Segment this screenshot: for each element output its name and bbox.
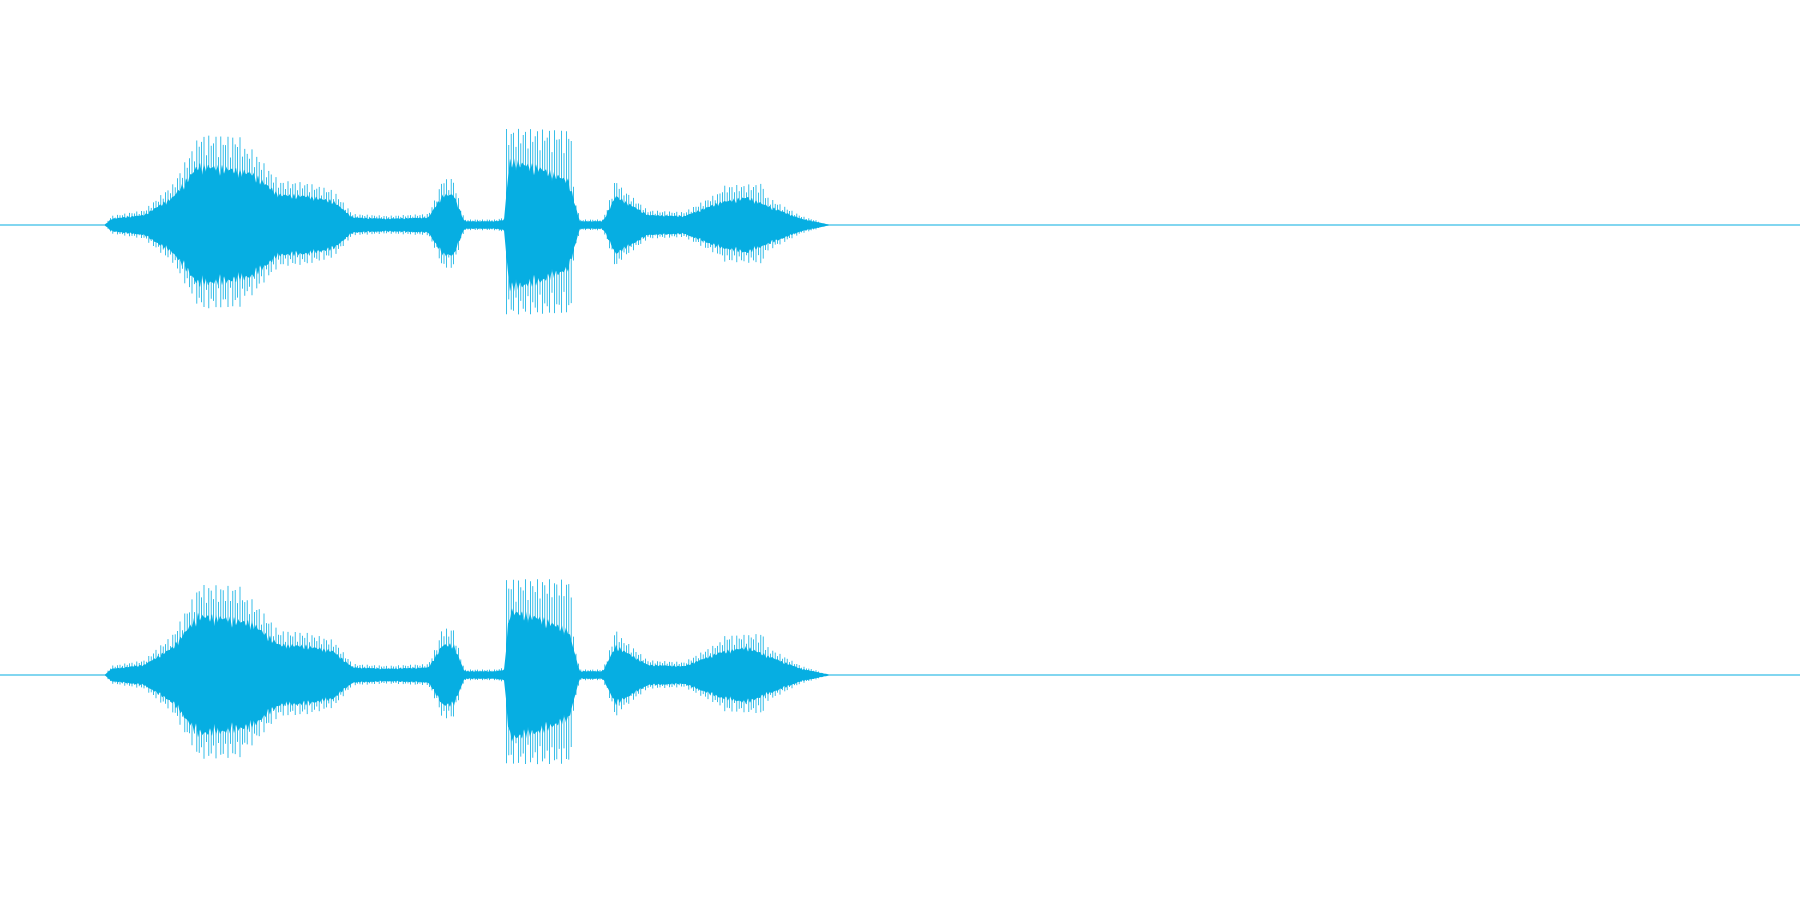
waveform-channel-1[interactable]	[0, 0, 1800, 450]
waveform-channel-2[interactable]	[0, 450, 1800, 900]
waveform-spikes	[107, 128, 819, 315]
waveform-spikes	[107, 579, 819, 765]
